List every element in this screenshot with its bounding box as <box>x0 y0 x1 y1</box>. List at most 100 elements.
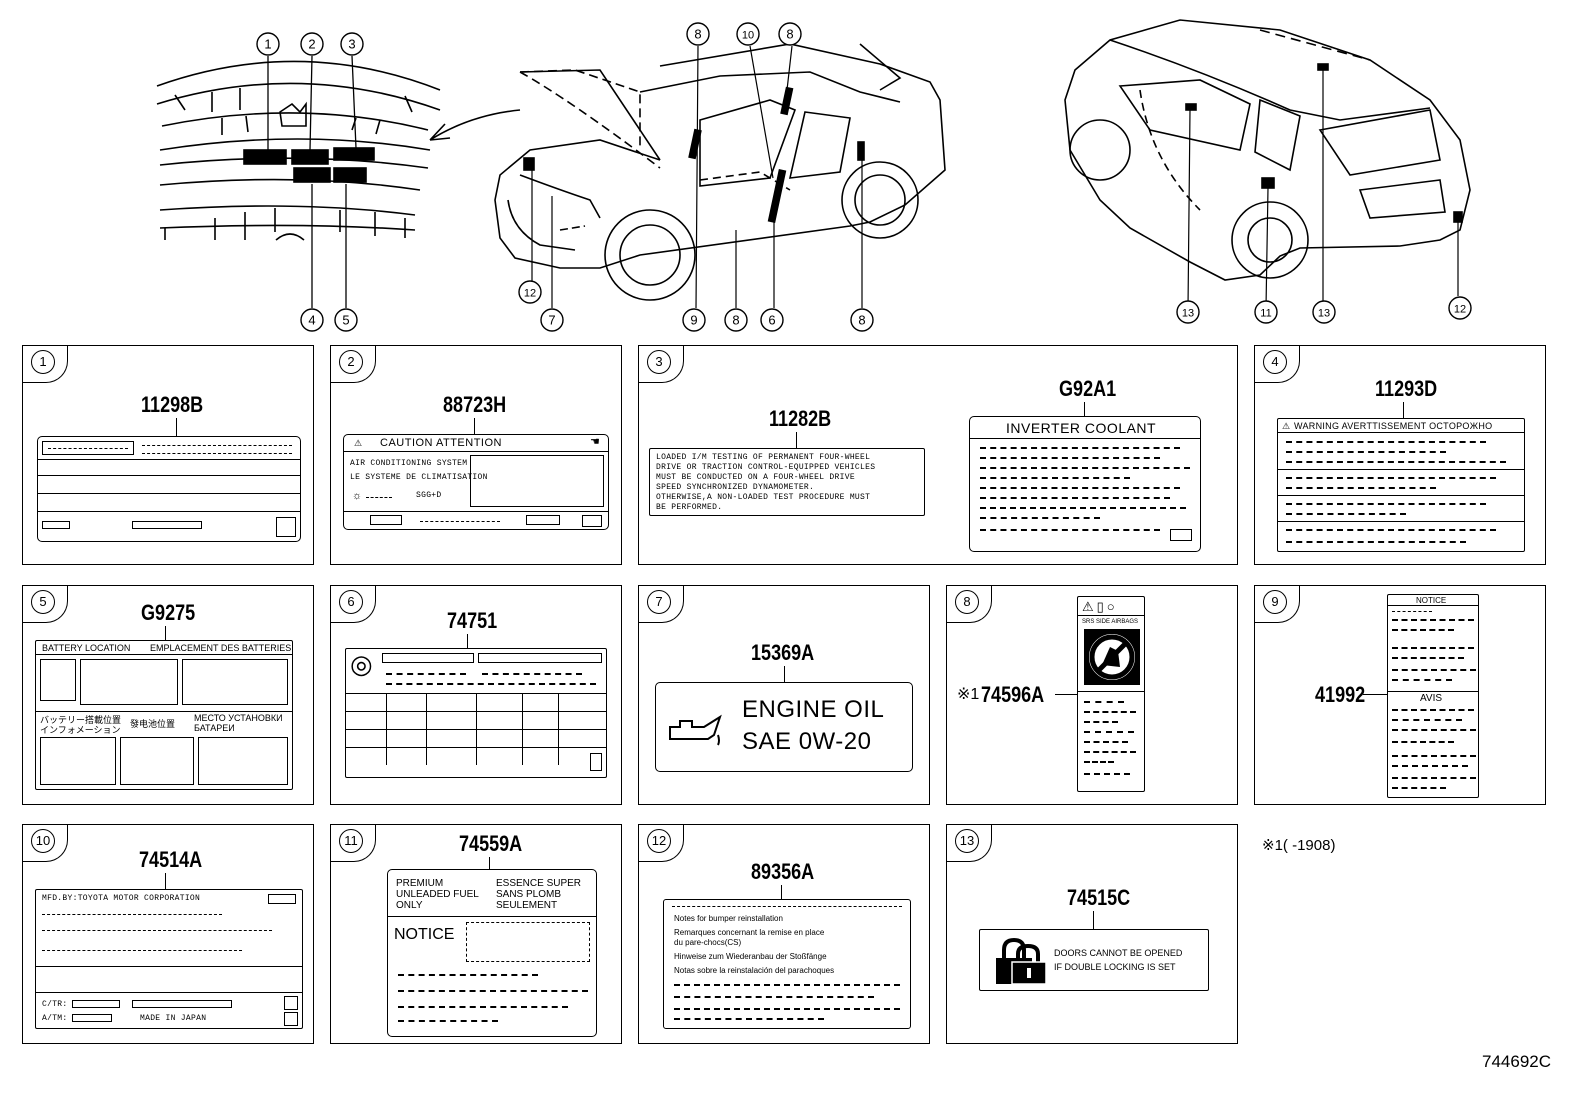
battery-location-ru: МЕСТО УСТАНОВКИ <box>194 713 283 723</box>
battery-location-jp: バッテリー搭載位置 <box>40 715 122 725</box>
panel-number: 3 <box>647 350 671 374</box>
label-74515c: DOORS CANNOT BE OPENED IF DOUBLE LOCKING… <box>979 929 1209 991</box>
tire-icon: ◎ <box>350 649 373 679</box>
panel-number: 12 <box>647 829 671 853</box>
label-text: C/TR: <box>42 1000 68 1009</box>
warning-triangle-icon: ⚠ <box>1282 421 1291 431</box>
panel-number: 2 <box>339 350 363 374</box>
label-text: Hinweise zum Wiederanbau der Stoßfänge <box>674 952 827 961</box>
callout-number: 5 <box>342 313 349 328</box>
callout-circle-5 <box>334 308 358 332</box>
callout-number: 3 <box>348 37 355 52</box>
label-11293d: ⚠ WARNING AVERTTISSEMENT OCTOPOЖHO <box>1277 418 1525 552</box>
part-number: 15369A <box>751 640 815 665</box>
part-number: 74596A <box>981 682 1045 707</box>
callout-circle-11 <box>1254 300 1278 324</box>
airbag-warning-icons: ⚠▯○ <box>1082 599 1118 614</box>
battery-location-ru2: БАТАРЕИ <box>194 723 235 733</box>
avis-heading: AVIS <box>1420 693 1443 704</box>
callout-number: 10 <box>742 30 754 42</box>
part-number: 74514A <box>139 847 203 872</box>
battery-location-heading: BATTERY LOCATION <box>42 643 131 653</box>
label-88723h: ⚠ CAUTION ATTENTION ☚ AIR CONDITIONING S… <box>343 434 609 530</box>
panel-number: 4 <box>1263 350 1287 374</box>
callout-circle-6 <box>760 308 784 332</box>
callout-number: 11 <box>1260 308 1271 320</box>
car-icon <box>40 659 76 701</box>
label-11298b <box>37 436 301 542</box>
callout-number: 7 <box>548 313 555 328</box>
callout-circle-4 <box>300 308 324 332</box>
callout-number: 8 <box>694 27 701 42</box>
label-g92a1: INVERTER COOLANT <box>969 416 1201 552</box>
panel-number: 5 <box>31 590 55 614</box>
label-74514a: MFD.BY:TOYOTA MOTOR CORPORATION C/TR: A/… <box>35 889 303 1029</box>
label-text: LE SYSTEME DE CLIMATISATION <box>350 473 488 482</box>
callout-number: 2 <box>308 37 315 52</box>
label-g9275: BATTERY LOCATION EMPLACEMENT DES BATTERI… <box>35 640 293 790</box>
warning-triangle-icon: ⚠ <box>354 438 363 448</box>
callout-circle-13 <box>1176 300 1200 324</box>
panel-number: 9 <box>1263 590 1287 614</box>
callout-circle-2 <box>300 32 324 56</box>
label-text: Notas sobre la reinstalación del paracho… <box>674 966 835 975</box>
panel-10: 10 74514A MFD.BY:TOYOTA MOTOR CORPORATIO… <box>22 824 314 1044</box>
double-lock-icon <box>996 937 1047 985</box>
footnote: ※1( -1908) <box>1262 837 1336 854</box>
panel-7: 7 15369A ENGINE OIL SAE 0W-20 <box>638 585 930 805</box>
notice-heading: NOTICE <box>394 926 455 943</box>
label-text: Notes for bumper reinstallation <box>674 914 783 923</box>
label-15369a: ENGINE OIL SAE 0W-20 <box>655 682 913 772</box>
label-11282b: LOADED I/M TESTING OF PERMANENT FOUR-WHE… <box>649 448 925 516</box>
callout-circle-12 <box>1448 296 1472 320</box>
panel-3: 3 11282B LOADED I/M TESTING OF PERMANENT… <box>638 345 1238 565</box>
part-number: 74559A <box>459 831 523 856</box>
panel-13: 13 74515C DOORS CANNOT BE OPENED IF DOUB… <box>946 824 1238 1044</box>
callout-circle-9 <box>682 308 706 332</box>
panel-number: 1 <box>31 350 55 374</box>
callout-circle-7 <box>540 308 564 332</box>
battery-location-heading-fr: EMPLACEMENT DES BATTERIES <box>150 643 292 653</box>
panel-number: 6 <box>339 590 363 614</box>
diagram-id: 744692C <box>1482 1052 1552 1071</box>
part-number: 74515C <box>1067 885 1131 910</box>
label-89356a: Notes for bumper reinstallation Remarque… <box>663 899 911 1029</box>
warning-heading: WARNING AVERTTISSEMENT OCTOPOЖHO <box>1294 421 1493 431</box>
callout-circle-13 <box>1312 300 1336 324</box>
vehicle-rear-view <box>1064 19 1471 309</box>
label-74596a: ⚠▯○ SRS SIDE AIRBAGS <box>1077 596 1145 792</box>
callout-circle-8 <box>724 308 748 332</box>
part-number: 88723H <box>443 392 507 417</box>
refrigerant-text: SGG+D <box>416 491 442 500</box>
srs-side-airbags-text: SRS SIDE AIRBAGS <box>1082 619 1139 625</box>
callout-number: 12 <box>524 288 536 300</box>
callout-number: 9 <box>690 313 697 328</box>
part-number: 11282B <box>769 406 832 431</box>
callout-number: 6 <box>768 313 775 328</box>
panel-2: 2 88723H ⚠ CAUTION ATTENTION ☚ AIR CONDI… <box>330 345 622 565</box>
oil-can-icon <box>669 714 722 746</box>
panel-4: 4 11293D ⚠ WARNING AVERTTISSEMENT OCTOPO… <box>1254 345 1546 565</box>
vehicle-front-view <box>494 43 946 309</box>
part-number: 41992 <box>1315 682 1366 707</box>
panel-number: 10 <box>31 829 55 853</box>
callout-number: 1 <box>264 37 271 52</box>
hand-icon: ☚ <box>590 436 600 448</box>
notice-heading: NOTICE <box>1416 596 1447 605</box>
part-number: G9275 <box>141 600 196 625</box>
part-number: 89356A <box>751 859 815 884</box>
callout-circle-3 <box>340 32 364 56</box>
made-in-text: MADE IN JAPAN <box>140 1014 207 1023</box>
panel-9: 9 41992 NOTICE AVIS <box>1254 585 1546 805</box>
callout-number: 8 <box>858 313 865 328</box>
footnote-mark: ※1 <box>957 686 980 703</box>
callout-number: 13 <box>1318 308 1330 320</box>
callout-circle-12 <box>518 280 542 304</box>
panel-number: 11 <box>339 829 363 853</box>
caution-heading: CAUTION ATTENTION <box>380 437 502 449</box>
